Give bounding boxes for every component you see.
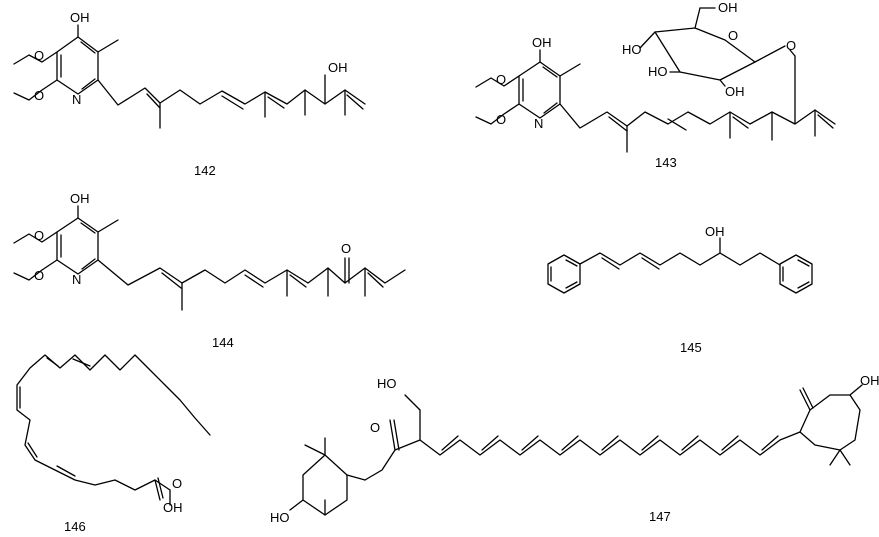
atom-label: N: [72, 92, 81, 107]
atom-label: N: [72, 272, 81, 287]
compound-label: 145: [680, 340, 702, 355]
compound-142: OH O O N OH 142: [13, 10, 366, 178]
atom-label: OH: [725, 84, 745, 99]
atom-label: HO: [648, 64, 668, 79]
atom-label: O: [34, 268, 44, 283]
atom-label: O: [172, 476, 182, 491]
compound-label: 142: [194, 163, 216, 178]
atom-label: O: [728, 28, 738, 43]
compound-147: HO O HO OH 147: [270, 373, 879, 525]
atom-label: HO: [270, 510, 290, 525]
compound-143: OH O O N OH HO HO O OH O 143: [475, 0, 836, 170]
atom-label: O: [496, 112, 506, 127]
atom-label: OH: [860, 373, 879, 388]
compound-label: 146: [64, 519, 86, 534]
atom-label: OH: [718, 0, 738, 15]
atom-label: O: [341, 241, 351, 256]
compound-label: 147: [649, 509, 671, 524]
atom-label: O: [786, 38, 796, 53]
compound-145: OH 145: [547, 224, 813, 355]
atom-label: OH: [70, 191, 90, 206]
atom-label: O: [34, 228, 44, 243]
atom-label: OH: [705, 224, 725, 239]
compound-146: OH O 146: [16, 354, 211, 534]
atom-label: O: [34, 88, 44, 103]
atom-label: O: [370, 420, 380, 435]
atom-label: OH: [70, 10, 90, 25]
atom-label: OH: [163, 500, 183, 515]
atom-label: HO: [377, 376, 397, 391]
atom-label: OH: [328, 60, 348, 75]
atom-label: N: [534, 116, 543, 131]
compound-label: 143: [655, 155, 677, 170]
atom-label: O: [496, 72, 506, 87]
compound-label: 144: [212, 335, 234, 350]
atom-label: OH: [532, 35, 552, 50]
atom-label: HO: [622, 42, 642, 57]
atom-label: O: [34, 48, 44, 63]
compound-144: OH O O N O 144: [13, 191, 406, 350]
